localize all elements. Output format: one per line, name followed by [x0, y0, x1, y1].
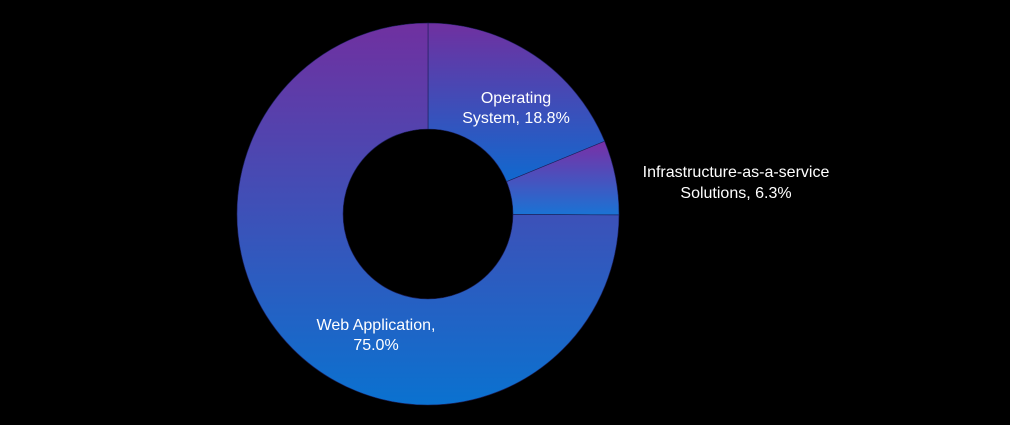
slice-label-web-application-line1: Web Application,	[317, 317, 436, 334]
slice-label-operating-system-line1: Operating	[481, 90, 551, 107]
slice-operating-system	[427, 22, 605, 183]
slices-group	[236, 22, 620, 406]
slice-label-operating-system-line2: System, 18.8%	[462, 110, 570, 127]
slice-web-application	[236, 22, 620, 406]
labels-group: Operating System, 18.8% Infrastructure-a…	[317, 90, 830, 354]
slice-label-iaas-line1: Infrastructure-as-a-service	[643, 164, 830, 181]
slice-label-iaas-line2: Solutions, 6.3%	[680, 185, 791, 202]
slice-label-web-application-line2: 75.0%	[353, 337, 398, 354]
